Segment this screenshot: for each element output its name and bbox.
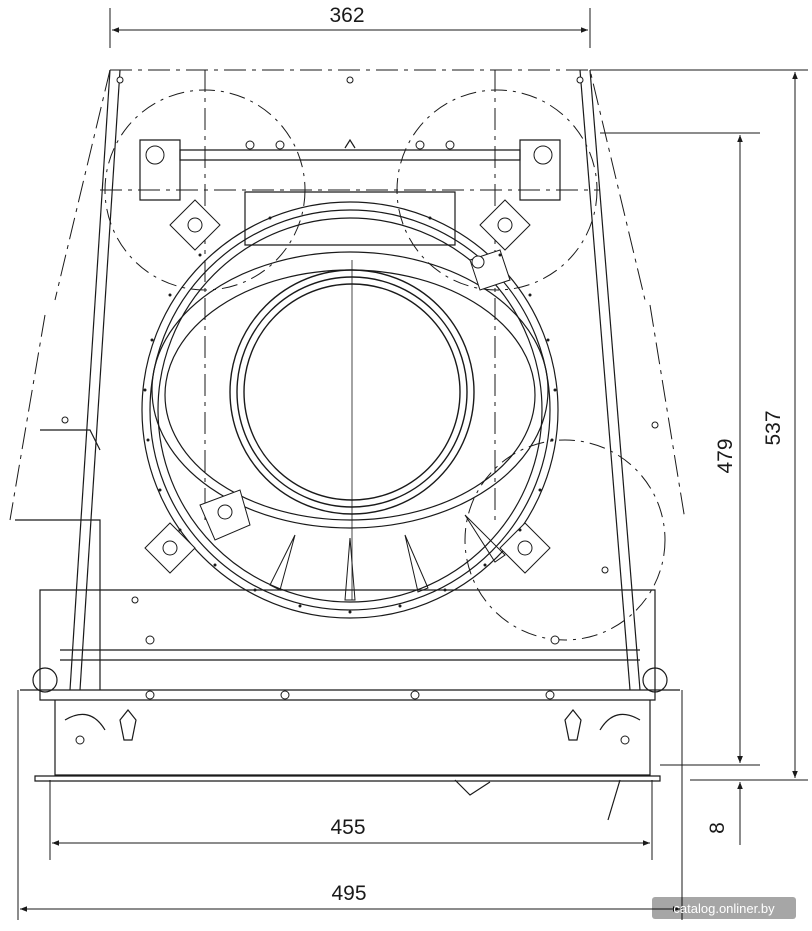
dimension-base-width — [49, 780, 653, 860]
dimension-overall-width-label: 495 — [331, 882, 366, 905]
tilted-outline — [9, 69, 686, 521]
bolts — [61, 76, 659, 745]
drum-perimeter-dots — [143, 216, 557, 614]
dimension-foot-offset-label: 8 — [706, 822, 729, 834]
dimension-inner-height — [600, 132, 760, 766]
dimension-top-width-label: 362 — [329, 4, 364, 27]
rotation-circles — [104, 89, 666, 641]
dimension-overall-width — [17, 690, 683, 920]
drum-ring — [141, 201, 559, 619]
dimension-top-width — [109, 8, 591, 48]
mount-blocks — [144, 199, 551, 574]
door-opening — [229, 260, 475, 600]
dimension-overall-height-label: 537 — [762, 410, 785, 445]
dimension-overall-height — [590, 69, 808, 781]
dimension-inner-height-label: 479 — [714, 438, 737, 473]
dimension-base-width-label: 455 — [330, 816, 365, 839]
watermark-text: catalog.onliner.by — [673, 901, 775, 916]
latches — [64, 138, 641, 741]
watermark: catalog.onliner.by — [652, 897, 796, 919]
lifter-ribs — [269, 514, 506, 601]
machine-frame — [15, 69, 680, 821]
